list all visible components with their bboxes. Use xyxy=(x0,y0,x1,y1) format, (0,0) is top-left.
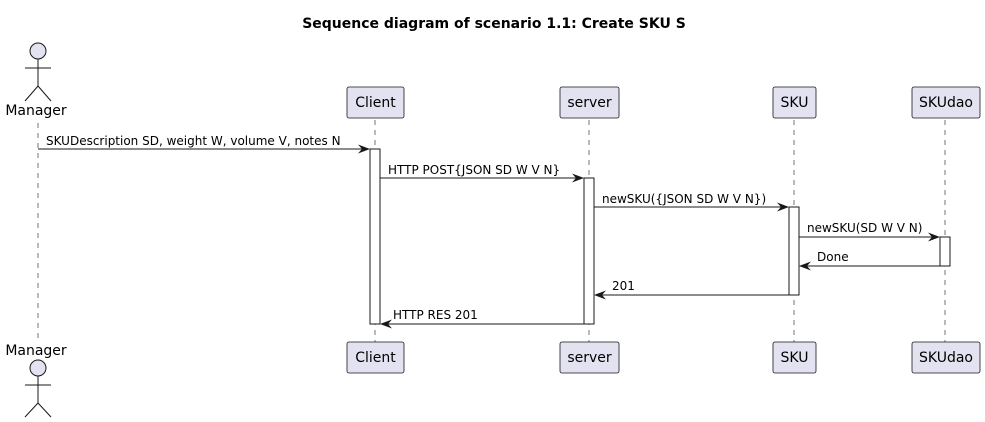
participant-skudao-top: SKUdao xyxy=(911,86,981,119)
message-label: newSKU({JSON SD W V N}) xyxy=(602,192,766,206)
participant-server-label: server xyxy=(567,95,612,111)
participant-client-bottom: Client xyxy=(346,341,405,374)
message-2: HTTP POST{JSON SD W V N} xyxy=(380,163,584,183)
message-7: HTTP RES 201 xyxy=(380,308,584,329)
message-label: HTTP POST{JSON SD W V N} xyxy=(388,163,560,177)
actor-manager-label: Manager xyxy=(5,103,67,119)
participant-skudao-label: SKUdao xyxy=(919,95,973,111)
activation-server xyxy=(583,177,595,325)
participant-sku-label: SKU xyxy=(781,350,809,366)
activation-client xyxy=(369,148,381,325)
message-label: 201 xyxy=(612,279,635,293)
participant-sku-top: SKU xyxy=(772,86,817,119)
participant-sku-label: SKU xyxy=(781,95,809,111)
activation-sku xyxy=(788,206,800,296)
message-1: SKUDescription SD, weight W, volume V, n… xyxy=(38,134,370,154)
participant-sku-bottom: SKU xyxy=(772,341,817,374)
actor-manager-label: Manager xyxy=(5,343,67,359)
participant-server-label: server xyxy=(567,350,612,366)
message-4: newSKU(SD W V N) xyxy=(799,221,940,242)
activation-skudao xyxy=(939,236,951,267)
message-label: Done xyxy=(817,250,849,264)
message-5: Done xyxy=(799,250,940,271)
participant-client-label: Client xyxy=(355,95,396,111)
message-label: SKUDescription SD, weight W, volume V, n… xyxy=(46,134,341,148)
participant-client-top: Client xyxy=(346,86,405,119)
participant-skudao-label: SKUdao xyxy=(919,350,973,366)
participant-client-label: Client xyxy=(355,350,396,366)
message-label: newSKU(SD W V N) xyxy=(807,221,922,235)
actor-head-icon xyxy=(29,359,47,377)
actor-manager-top: Manager xyxy=(5,42,67,119)
actor-manager-bottom: Manager xyxy=(5,343,67,418)
message-3: newSKU({JSON SD W V N}) xyxy=(594,192,789,212)
message-label: HTTP RES 201 xyxy=(393,308,478,322)
participant-skudao-bottom: SKUdao xyxy=(911,341,981,374)
participant-server-top: server xyxy=(559,86,620,119)
diagram-title: Sequence diagram of scenario 1.1: Create… xyxy=(302,16,686,32)
participant-server-bottom: server xyxy=(559,341,620,374)
actor-head-icon xyxy=(29,42,47,60)
message-6: 201 xyxy=(594,279,789,300)
